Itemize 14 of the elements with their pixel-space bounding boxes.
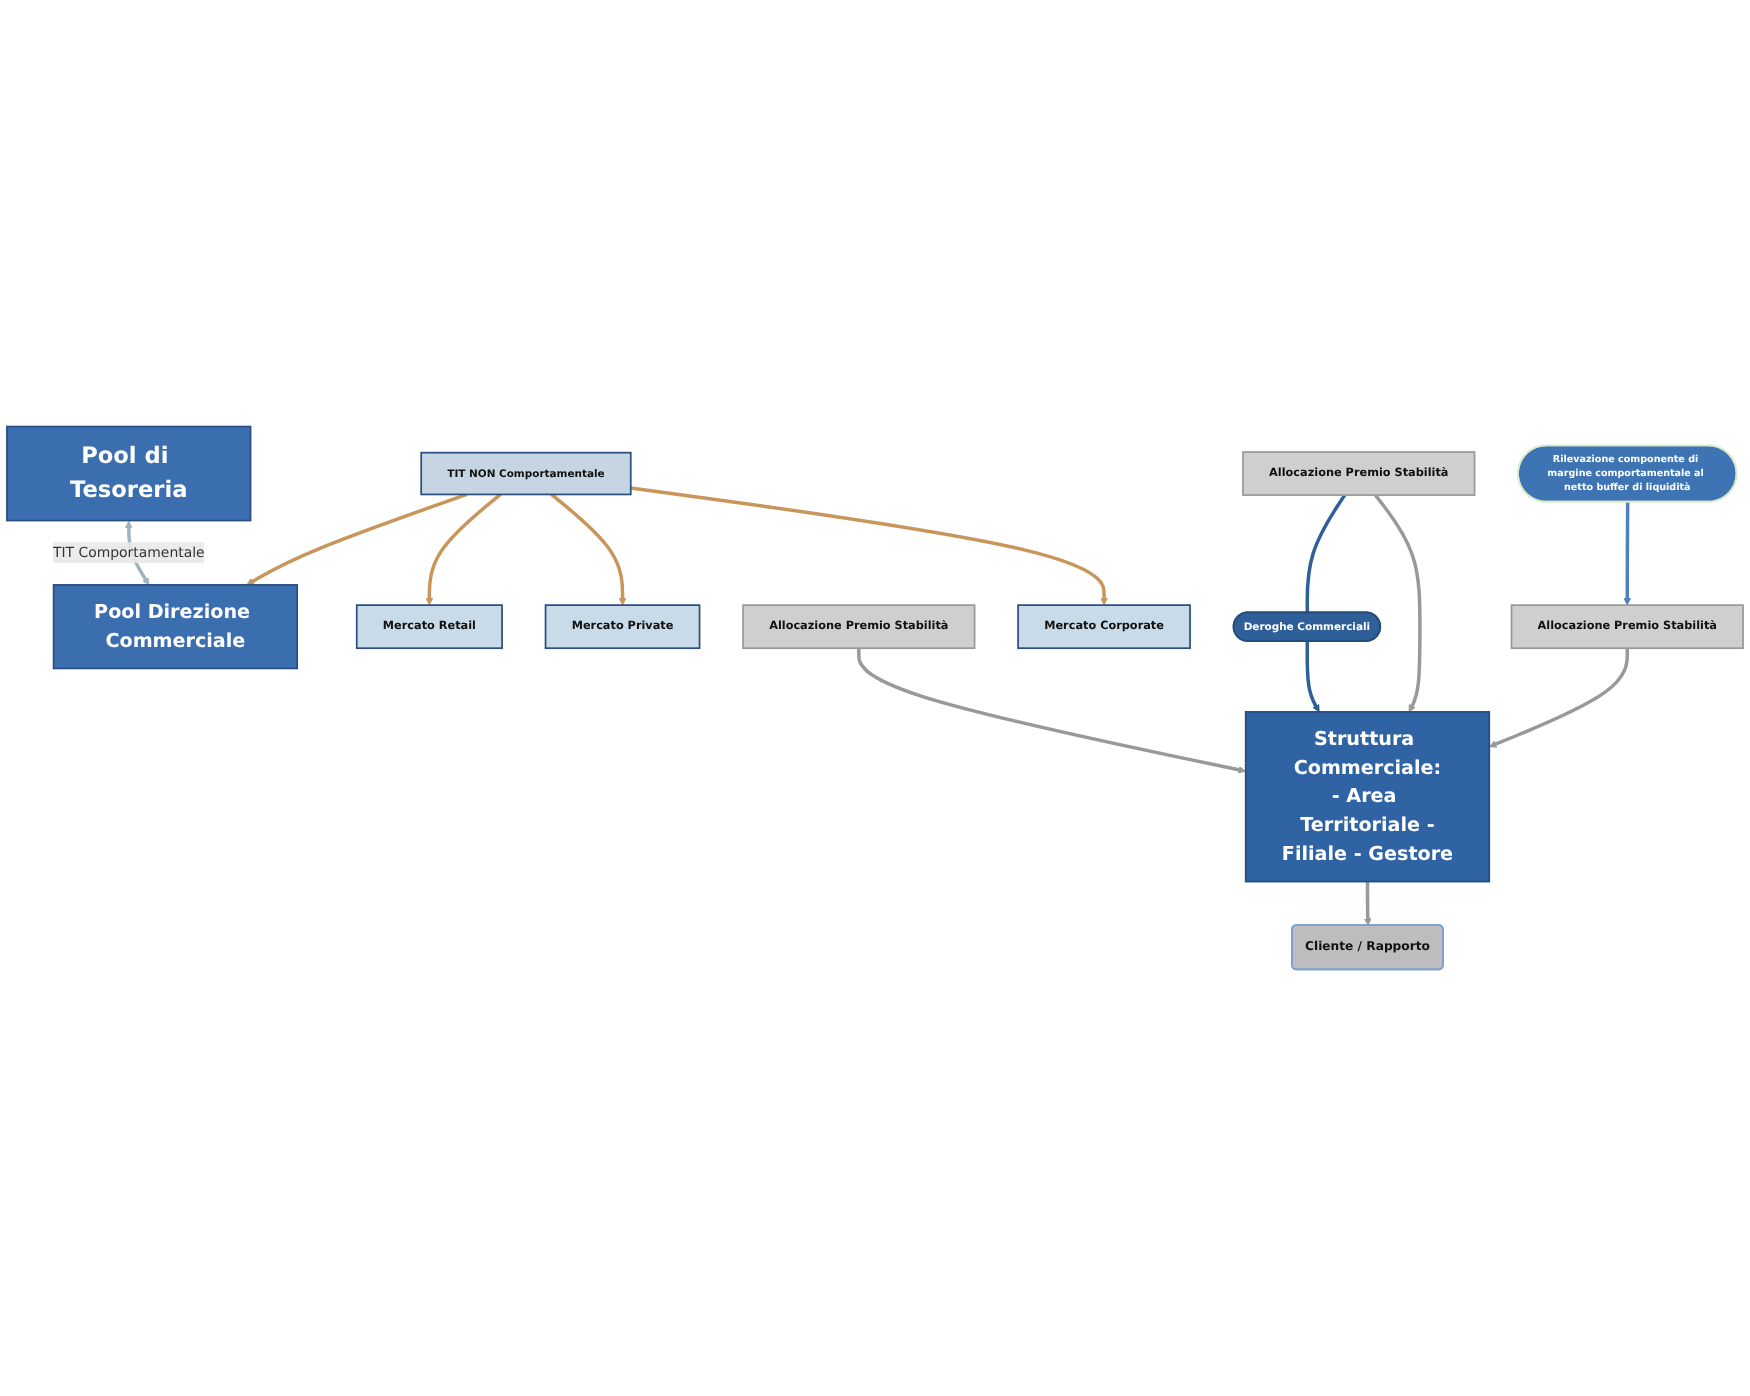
- arrow: [1305, 641, 1320, 713]
- arrow: [550, 493, 627, 606]
- arrow: [425, 493, 502, 606]
- arrow: [857, 648, 1247, 774]
- arrow: [1374, 494, 1422, 713]
- arrow: [1623, 502, 1632, 606]
- arrow: [1363, 881, 1372, 926]
- connector: [1305, 494, 1347, 613]
- node-box: Pool Direzione Commerciale: [52, 584, 299, 670]
- arrow: [246, 492, 468, 586]
- node-box: Struttura Commerciale: - Area Territoriale -Filiale - Gestore: [1244, 711, 1491, 883]
- node-box: Pool di Tesoreria: [6, 425, 252, 522]
- arrow: [1488, 648, 1629, 748]
- arrow: [630, 486, 1108, 606]
